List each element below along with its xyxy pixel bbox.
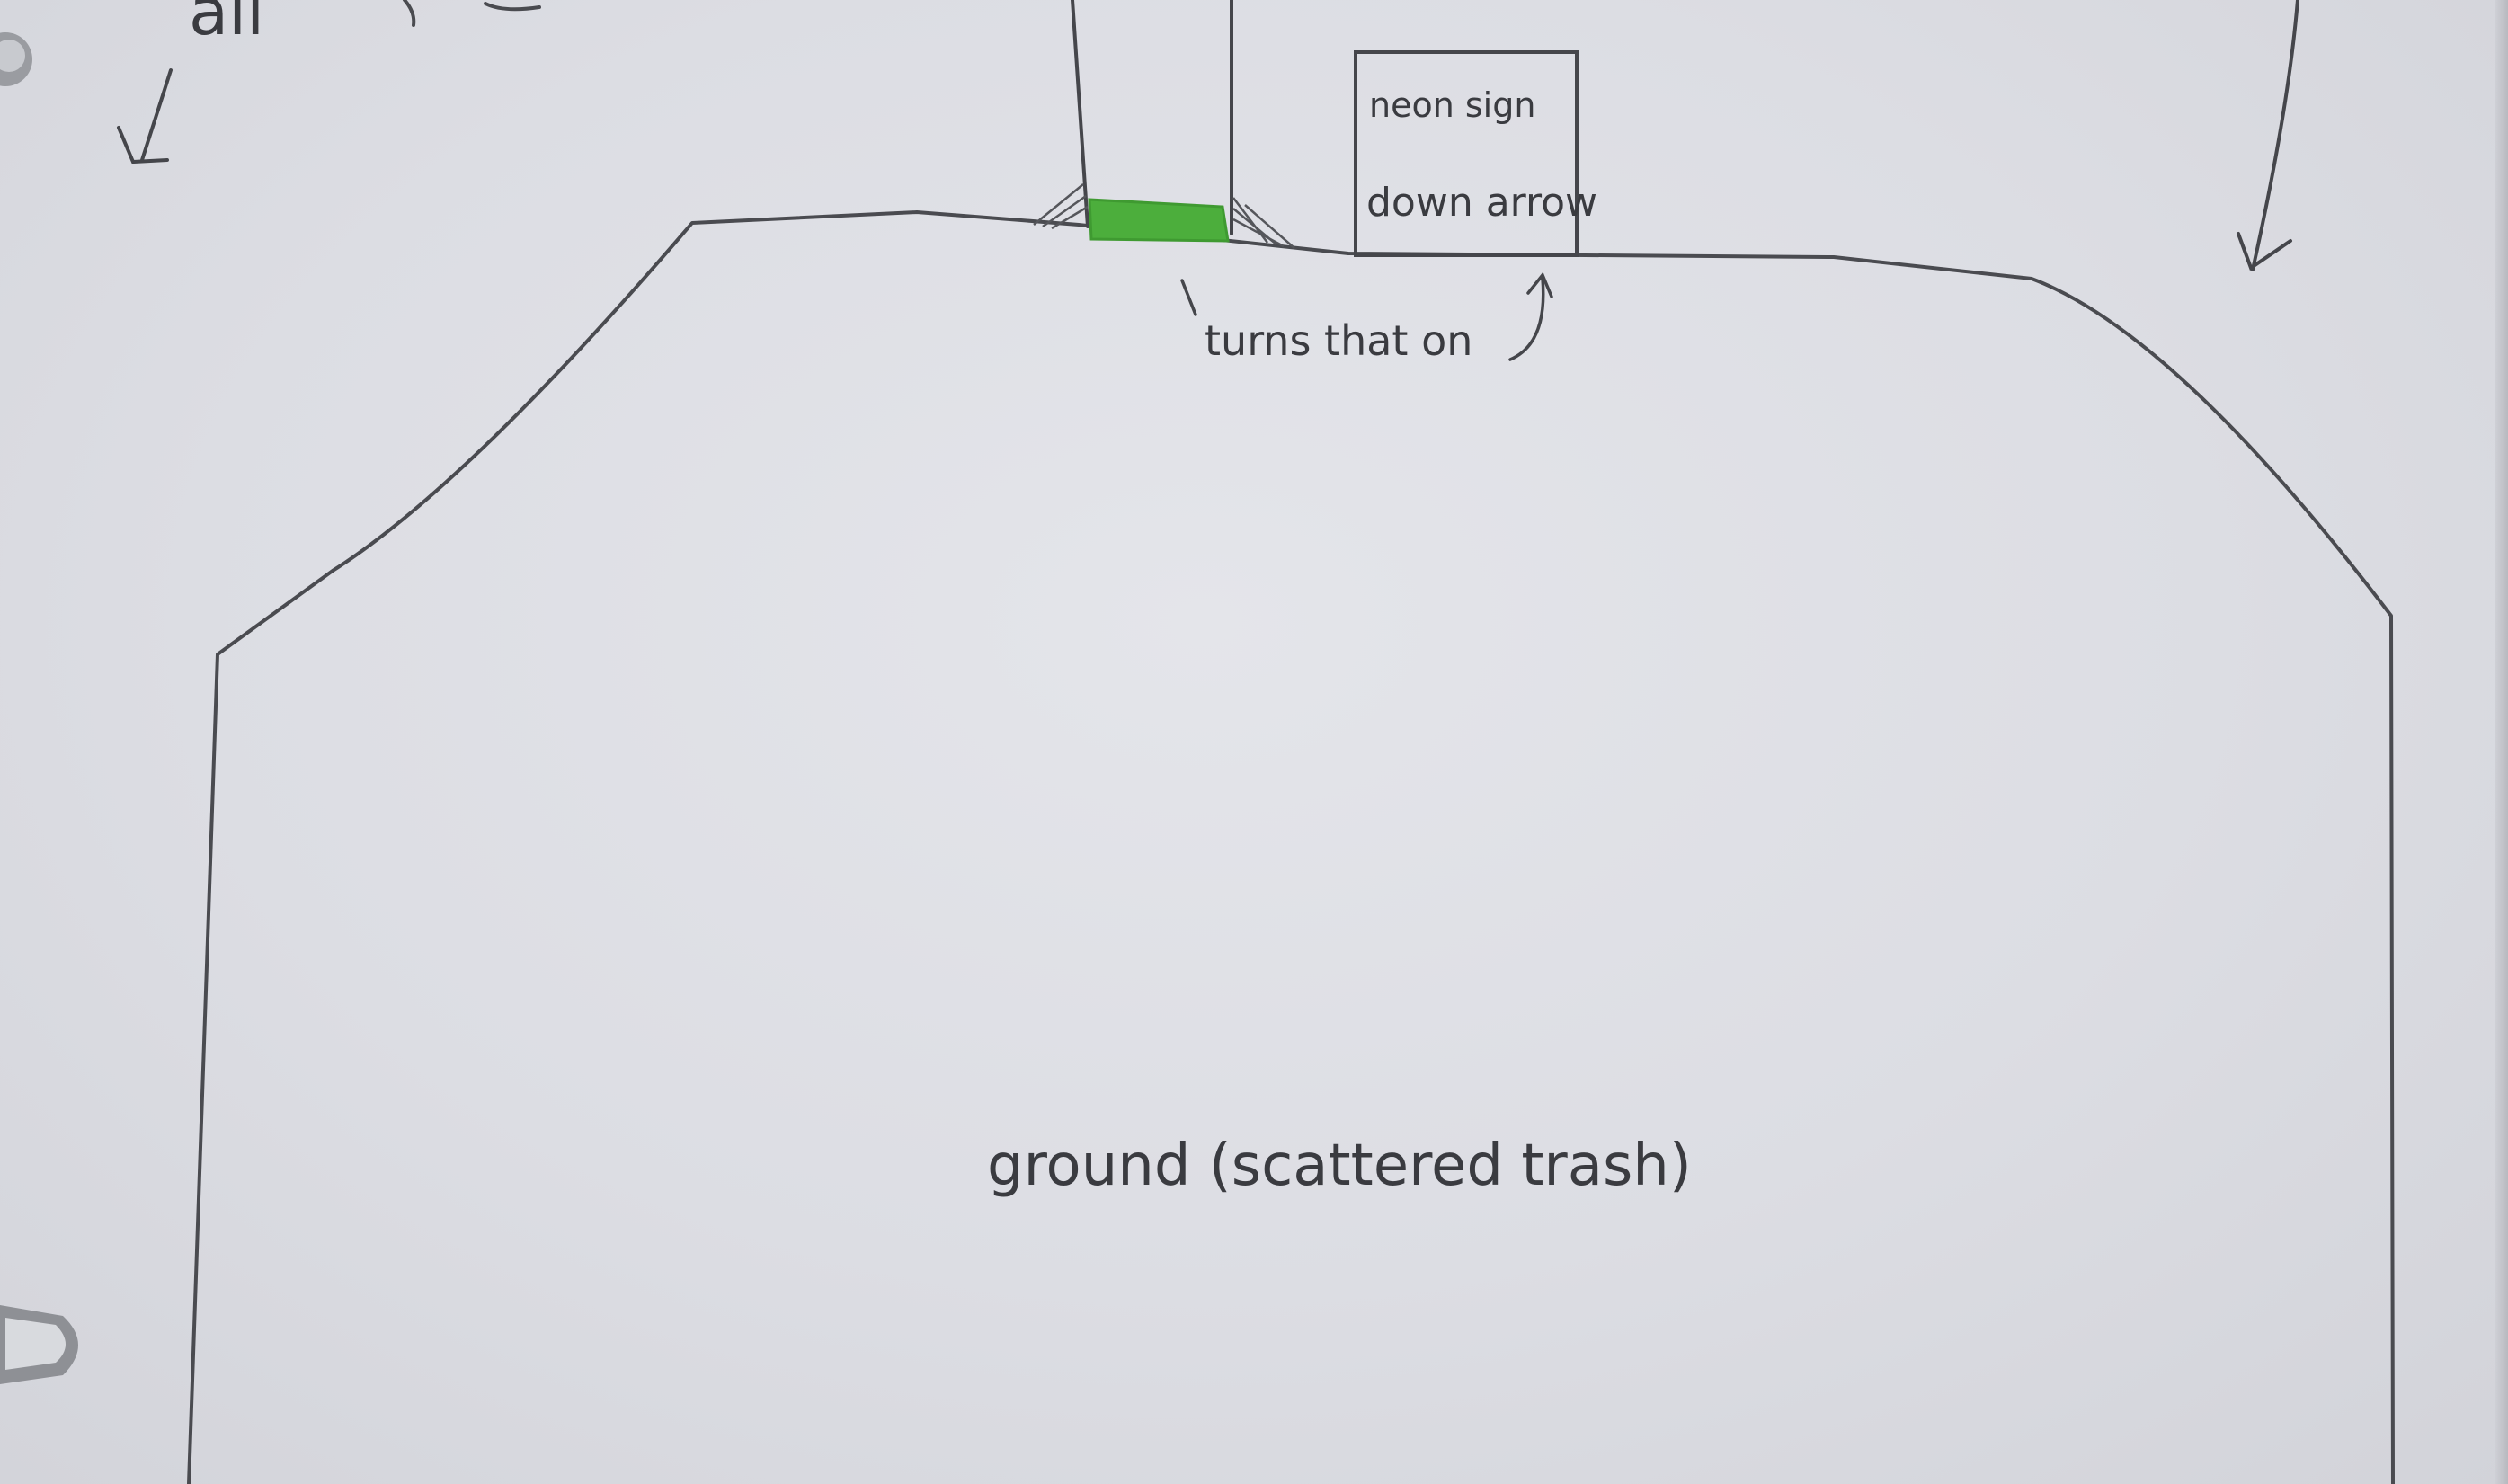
green-switch-marker — [1088, 198, 1230, 243]
cut-off-scribble — [403, 0, 541, 27]
paper-edge — [2495, 0, 2508, 1484]
binder-ring-bottom — [0, 1305, 78, 1384]
turns-on-label: turns that on — [1205, 316, 1472, 365]
down-arrow-icon — [2237, 0, 2299, 271]
pillar-base-hatching — [1033, 183, 1295, 249]
neon-sign-box — [1354, 50, 1579, 257]
ground-outline — [187, 210, 2395, 1484]
sign-label-line2: down arrow — [1366, 180, 1597, 226]
turns-on-tick — [1180, 279, 1197, 316]
binder-ring-top — [0, 32, 32, 86]
curved-up-arrow-icon — [1508, 271, 1553, 361]
top-partial-text: all — [189, 0, 264, 49]
pillar — [1071, 0, 1233, 235]
ground-label: ground (scattered trash) — [987, 1133, 1692, 1199]
sign-label-line1: neon sign — [1369, 85, 1535, 125]
down-left-arrow-icon — [117, 68, 173, 164]
